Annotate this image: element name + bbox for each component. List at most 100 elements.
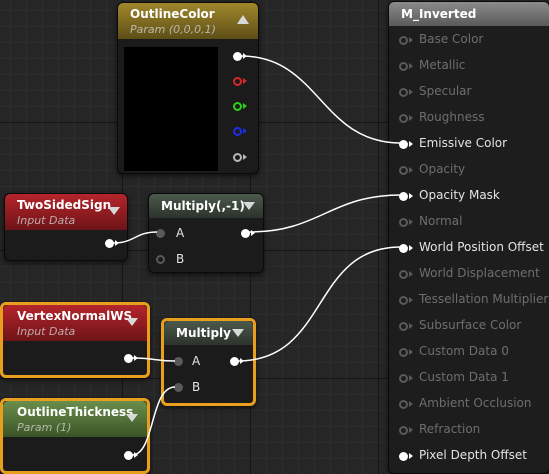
node-title: Multiply bbox=[176, 326, 231, 340]
pin-arrow-icon bbox=[134, 355, 138, 361]
material-input-label: Pixel Depth Offset bbox=[419, 448, 527, 462]
node-title: TwoSidedSign bbox=[17, 198, 112, 212]
material-title: M_Inverted bbox=[401, 7, 477, 21]
pin-arrow-icon bbox=[409, 349, 413, 355]
material-input-pin[interactable] bbox=[399, 218, 408, 227]
material-input-label: Refraction bbox=[419, 422, 481, 436]
input-pin-b[interactable] bbox=[174, 383, 183, 392]
material-input-pin[interactable] bbox=[399, 62, 408, 71]
pin-arrow-icon bbox=[409, 245, 413, 251]
pin-arrow-icon bbox=[243, 103, 247, 109]
material-input-label: World Position Offset bbox=[419, 240, 544, 254]
outline-color-node[interactable]: OutlineColor Param (0,0,0,1) bbox=[117, 2, 259, 174]
pin-b-label: B bbox=[176, 252, 185, 266]
material-input-pin[interactable] bbox=[399, 270, 408, 279]
pin-a-label: A bbox=[176, 226, 185, 240]
output-pin[interactable] bbox=[105, 239, 114, 248]
pin-arrow-icon bbox=[409, 453, 413, 459]
output-pin[interactable] bbox=[124, 354, 133, 363]
node-subtitle: Input Data bbox=[17, 325, 76, 338]
node-subtitle: Param (1) bbox=[17, 421, 72, 434]
material-input-pin[interactable] bbox=[399, 192, 408, 201]
material-input-pin[interactable] bbox=[399, 426, 408, 435]
collapse-arrow-icon[interactable] bbox=[243, 202, 255, 210]
material-input-pin[interactable] bbox=[399, 114, 408, 123]
material-input-label: Specular bbox=[419, 84, 472, 98]
material-input-pin[interactable] bbox=[399, 348, 408, 357]
material-input-label: Subsurface Color bbox=[419, 318, 522, 332]
material-result-node[interactable] bbox=[388, 1, 549, 474]
pin-arrow-icon bbox=[115, 240, 119, 246]
pin-a-label: A bbox=[192, 354, 201, 368]
two-sided-sign-header[interactable]: TwoSidedSign Input Data bbox=[5, 194, 127, 230]
pin-arrow-icon bbox=[409, 427, 413, 433]
material-input-pin[interactable] bbox=[399, 244, 408, 253]
material-input-pin[interactable] bbox=[399, 400, 408, 409]
input-pin-b[interactable] bbox=[156, 255, 165, 264]
material-input-label: Ambient Occlusion bbox=[419, 396, 532, 410]
material-input-pin[interactable] bbox=[399, 88, 408, 97]
multiply-neg-node[interactable]: Multiply(,-1) A B bbox=[148, 193, 264, 273]
material-input-label: World Displacement bbox=[419, 266, 540, 280]
node-subtitle: Input Data bbox=[17, 214, 76, 227]
collapse-arrow-icon[interactable] bbox=[126, 318, 138, 326]
multiply-node[interactable]: Multiply A B bbox=[161, 318, 256, 406]
material-input-label: Custom Data 1 bbox=[419, 370, 509, 384]
collapse-arrow-icon[interactable] bbox=[126, 414, 138, 422]
node-title: Multiply(,-1) bbox=[161, 199, 245, 213]
node-title: OutlineThickness bbox=[17, 405, 134, 419]
collapse-preview-icon[interactable] bbox=[237, 15, 249, 24]
material-input-label: Opacity bbox=[419, 162, 466, 176]
vertex-normal-ws-header[interactable]: VertexNormalWS Input Data bbox=[3, 305, 147, 341]
a-output-pin[interactable] bbox=[233, 153, 242, 162]
pin-arrow-icon bbox=[409, 37, 413, 43]
collapse-arrow-icon[interactable] bbox=[232, 329, 244, 337]
node-subtitle: Param (0,0,0,1) bbox=[130, 23, 216, 36]
material-input-pin[interactable] bbox=[399, 166, 408, 175]
output-pin[interactable] bbox=[124, 451, 133, 460]
pin-arrow-icon bbox=[409, 115, 413, 121]
material-input-label: Metallic bbox=[419, 58, 466, 72]
outline-color-header[interactable]: OutlineColor Param (0,0,0,1) bbox=[118, 3, 258, 39]
pin-arrow-icon bbox=[409, 297, 413, 303]
pin-arrow-icon bbox=[240, 358, 244, 364]
material-input-pin[interactable] bbox=[399, 374, 408, 383]
pin-arrow-icon bbox=[243, 53, 247, 59]
output-pin[interactable] bbox=[230, 357, 239, 366]
pin-arrow-icon bbox=[409, 323, 413, 329]
g-output-pin[interactable] bbox=[233, 102, 242, 111]
outline-thickness-node[interactable]: OutlineThickness Param (1) bbox=[0, 398, 150, 474]
two-sided-sign-node[interactable]: TwoSidedSign Input Data bbox=[4, 193, 128, 261]
pin-arrow-icon bbox=[134, 452, 138, 458]
material-input-pin[interactable] bbox=[399, 36, 408, 45]
pin-arrow-icon bbox=[409, 375, 413, 381]
multiply-neg-header[interactable]: Multiply(,-1) bbox=[149, 194, 263, 218]
input-pin-a[interactable] bbox=[174, 357, 183, 366]
material-input-pin[interactable] bbox=[399, 322, 408, 331]
node-title: VertexNormalWS bbox=[17, 309, 133, 323]
collapse-arrow-icon[interactable] bbox=[108, 207, 120, 215]
pin-arrow-icon bbox=[409, 193, 413, 199]
output-pin[interactable] bbox=[241, 229, 250, 238]
material-input-label: Emissive Color bbox=[419, 136, 508, 150]
material-input-label: Normal bbox=[419, 214, 463, 228]
outline-thickness-header[interactable]: OutlineThickness Param (1) bbox=[3, 401, 147, 437]
pin-b-label: B bbox=[192, 380, 201, 394]
multiply-header[interactable]: Multiply bbox=[164, 321, 253, 345]
material-input-pin[interactable] bbox=[399, 140, 408, 149]
color-preview-swatch bbox=[124, 47, 218, 171]
material-input-label: Tessellation Multiplier bbox=[419, 292, 549, 306]
material-input-pin[interactable] bbox=[399, 296, 408, 305]
pin-arrow-icon bbox=[409, 141, 413, 147]
vertex-normal-ws-node[interactable]: VertexNormalWS Input Data bbox=[0, 302, 150, 378]
rgba-output-pin[interactable] bbox=[233, 52, 242, 61]
material-input-label: Base Color bbox=[419, 32, 484, 46]
input-pin-a[interactable] bbox=[156, 229, 165, 238]
material-result-header[interactable] bbox=[389, 2, 549, 26]
pin-arrow-icon bbox=[243, 128, 247, 134]
r-output-pin[interactable] bbox=[233, 77, 242, 86]
b-output-pin[interactable] bbox=[233, 127, 242, 136]
material-input-pin[interactable] bbox=[399, 452, 408, 461]
pin-arrow-icon bbox=[243, 78, 247, 84]
wire-multiplyneg-opacitymask bbox=[248, 194, 402, 233]
